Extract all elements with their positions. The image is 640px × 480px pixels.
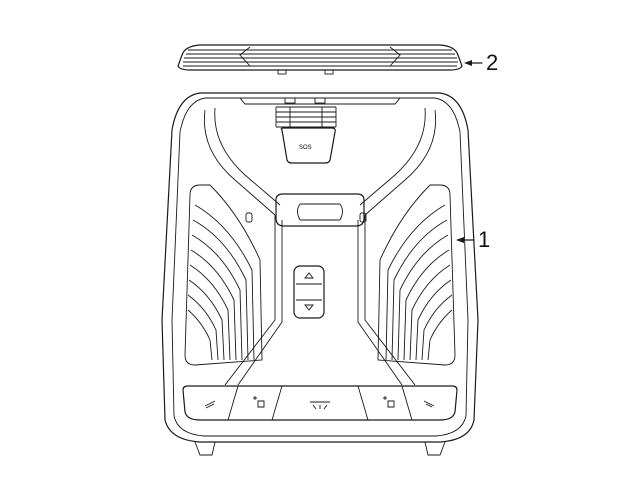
console-body-part-1 <box>161 92 479 456</box>
interior-light-icon <box>253 396 265 408</box>
lens-cover-part-2 <box>177 44 463 75</box>
callout-1: 1 <box>478 227 491 252</box>
sos-button <box>280 127 336 164</box>
callout-2: 2 <box>486 50 499 75</box>
dome-light-icon <box>310 401 330 410</box>
sos-label: SOS <box>299 145 312 151</box>
reading-lamp-left-icon <box>204 400 216 409</box>
sunroof-switch <box>293 265 325 319</box>
interior-light-icon <box>383 396 395 408</box>
light-button-strip <box>182 385 458 421</box>
reading-lamp-right-icon <box>423 400 435 408</box>
